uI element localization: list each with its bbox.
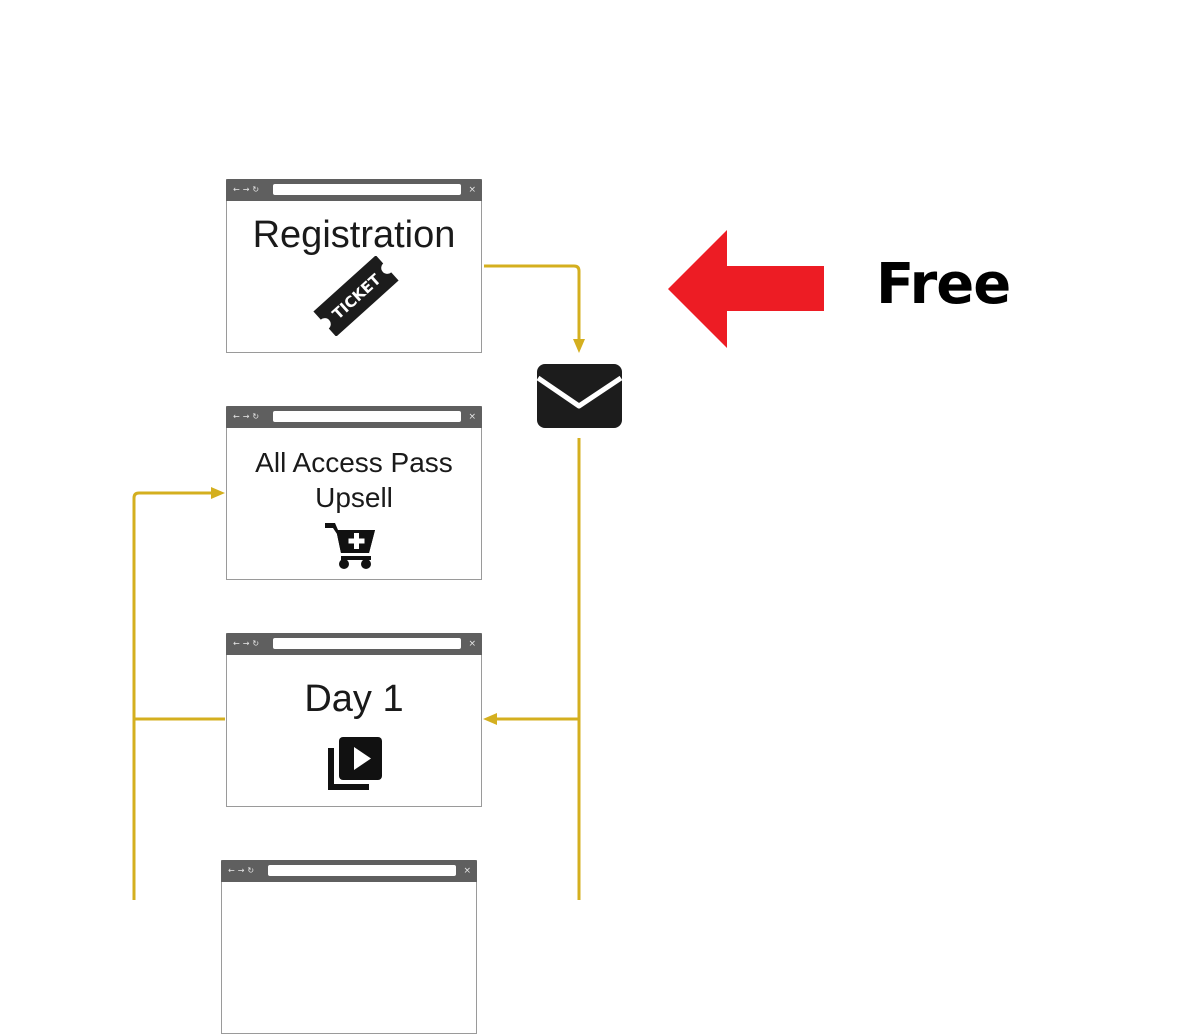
- arrowhead-to-upsell: [211, 487, 225, 499]
- browser-window-registration: ←→↻ × Registration TICKET: [226, 179, 482, 353]
- close-icon: ×: [468, 412, 476, 422]
- browser-window-next: ←→↻ ×: [221, 860, 477, 1034]
- arrowhead-to-day1: [483, 713, 497, 725]
- envelope-icon: [536, 364, 623, 428]
- close-icon: ×: [463, 866, 471, 876]
- browser-url-bar: [268, 865, 456, 876]
- window-title-line1: All Access Pass: [255, 447, 453, 478]
- close-icon: ×: [468, 639, 476, 649]
- browser-nav-icons: ←→↻: [233, 412, 263, 421]
- browser-url-bar: [273, 411, 461, 422]
- browser-nav-icons: ←→↻: [233, 185, 263, 194]
- browser-titlebar: ←→↻ ×: [226, 633, 482, 655]
- window-title: Registration: [252, 214, 456, 256]
- browser-nav-icons: ←→↻: [233, 639, 263, 648]
- browser-window-day1: ←→↻ × Day 1: [226, 633, 482, 807]
- arrowhead-to-email: [573, 339, 585, 353]
- cart-plus-icon: [325, 523, 375, 569]
- video-library-icon: [328, 737, 382, 790]
- connector-layer: [132, 230, 824, 900]
- left-arrow-icon: [668, 230, 824, 348]
- browser-window-upsell: ←→↻ × All Access Pass Upsell: [226, 406, 482, 580]
- browser-url-bar: [273, 184, 461, 195]
- free-label: Free: [876, 252, 1011, 317]
- ticket-icon: TICKET: [313, 256, 399, 336]
- close-icon: ×: [468, 185, 476, 195]
- window-title: Day 1: [304, 678, 404, 720]
- browser-url-bar: [273, 638, 461, 649]
- browser-titlebar: ←→↻ ×: [221, 860, 477, 882]
- connector-registration-to-email: [484, 264, 581, 340]
- browser-nav-icons: ←→↻: [228, 866, 258, 875]
- browser-titlebar: ←→↻ ×: [226, 406, 482, 428]
- connector-left-loop: [132, 491, 212, 900]
- window-title-line2: Upsell: [315, 482, 393, 513]
- browser-titlebar: ←→↻ ×: [226, 179, 482, 201]
